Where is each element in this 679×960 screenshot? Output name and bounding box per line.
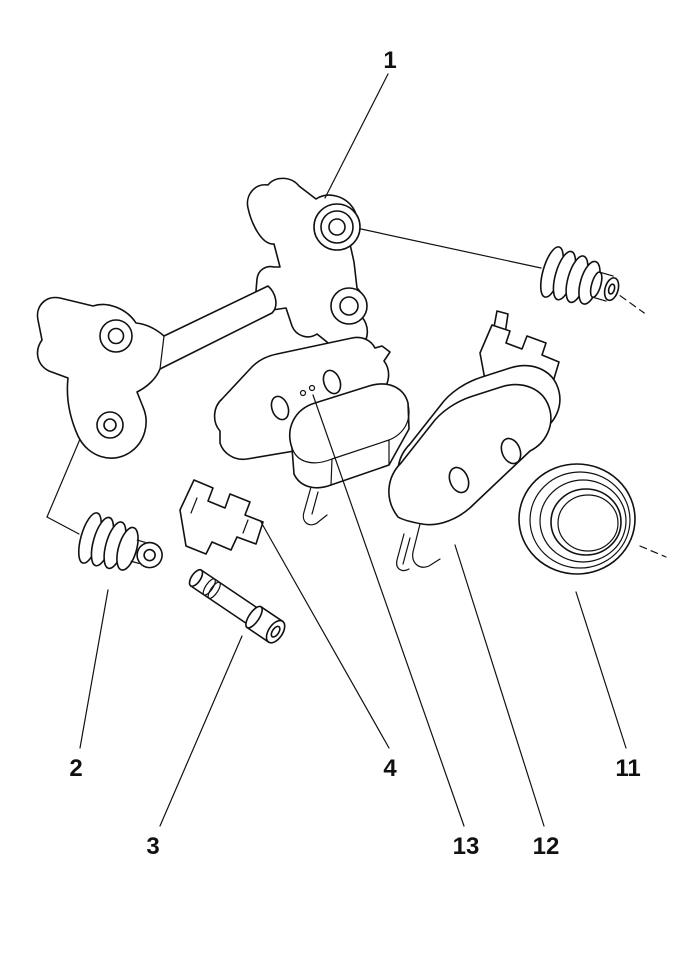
outer-pad-spring-clip [396, 523, 441, 572]
leader-lines [79, 73, 627, 827]
outer-pad-backing-plate [388, 383, 552, 526]
caliper-bracket [36, 177, 369, 459]
bracket-left-arm [36, 285, 277, 459]
outer-brake-pad [388, 364, 561, 572]
callout-1: 1 [383, 47, 396, 74]
callout-2: 2 [69, 755, 82, 782]
callout-12: 12 [533, 833, 560, 860]
callout-13: 13 [453, 833, 480, 860]
inner-brake-pad [213, 336, 410, 526]
guide-pin-boot-lower [77, 512, 163, 571]
callout-11: 11 [615, 755, 640, 782]
callout-3: 3 [146, 833, 159, 860]
piston-dust-boot [518, 463, 667, 575]
inner-pad-friction-block [289, 383, 410, 489]
guide-pin-boot-upper [539, 246, 645, 314]
guide-pin-bolt [188, 568, 286, 644]
inner-pad-wear-clip [302, 486, 328, 526]
callout-4: 4 [383, 755, 397, 782]
callout-labels: 1 2 3 4 13 12 11 [69, 47, 640, 860]
pad-retainer-clip-lower [179, 479, 264, 555]
